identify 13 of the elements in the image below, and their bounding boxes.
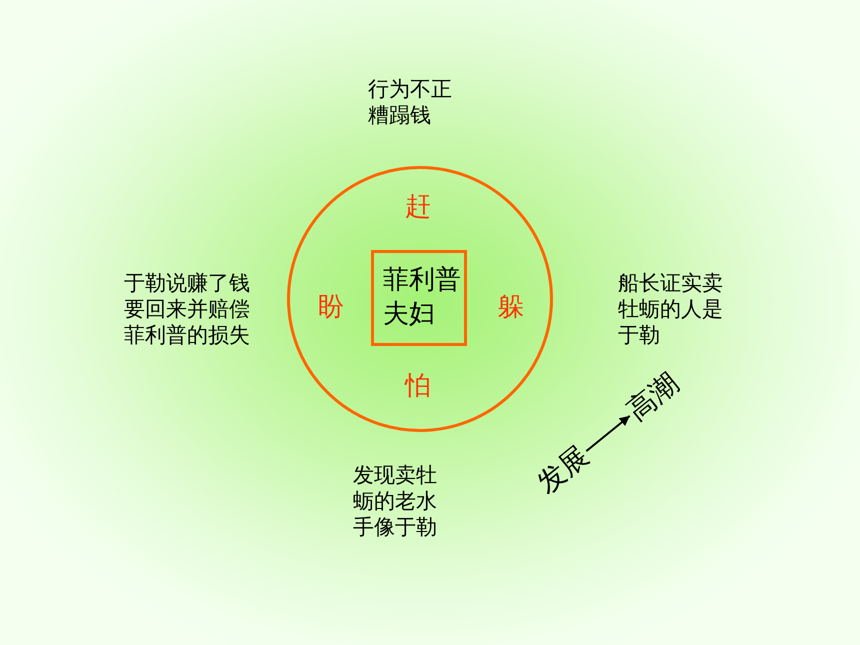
note-text: 船长证实卖牡蛎的人是于勒 <box>618 270 724 348</box>
stage-text: 发展 <box>531 440 595 500</box>
name-box: 菲利普夫妇 <box>371 250 467 346</box>
circle-frame <box>287 166 553 432</box>
note-text: 行为不正糟蹋钱 <box>368 76 453 128</box>
stage-text: 高潮 <box>621 366 685 428</box>
keyword-text: 赶 <box>405 192 431 222</box>
keyword-text: 盼 <box>318 292 344 322</box>
arrow <box>586 415 630 452</box>
keyword-text: 躲 <box>498 292 524 322</box>
note-text: 发现卖牡蛎的老水手像于勒 <box>353 462 438 540</box>
keyword-text: 怕 <box>405 371 431 401</box>
note-text: 于勒说赚了钱要回来并赔偿菲利普的损失 <box>124 270 251 348</box>
